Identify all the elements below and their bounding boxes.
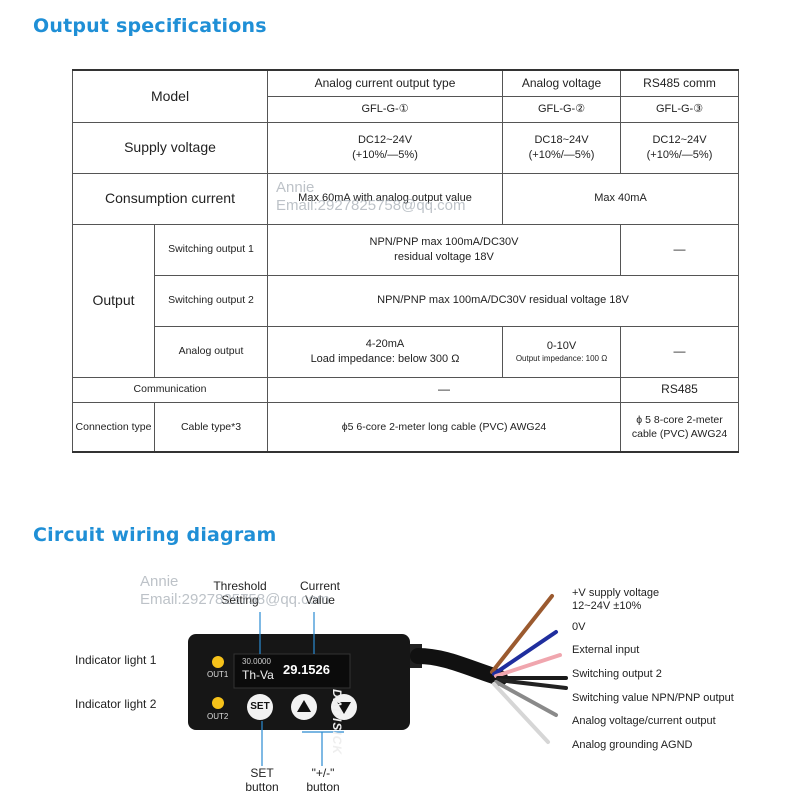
connection-type-value: ϕ5 6-core 2-meter long cable (PVC) AWG24 <box>267 401 622 453</box>
plus-minus-button-callout: "+/-" button <box>306 766 340 794</box>
wire-switching-value <box>496 678 568 690</box>
indicator-light-1-label: Indicator light 1 <box>75 653 157 667</box>
current-value-label: Current Value <box>299 579 340 607</box>
indicator-light-2 <box>212 697 224 709</box>
wire-supply <box>490 594 554 674</box>
set-button-callout: SET button <box>245 766 279 794</box>
communication-value: — <box>267 376 622 403</box>
wire-label-analog-output: Analog voltage/current output <box>572 715 716 727</box>
set-button-label: SET <box>250 701 270 712</box>
triangle-up-icon <box>297 700 311 712</box>
out1-label: OUT1 <box>207 670 229 679</box>
switching-output-1-rs485: — <box>620 223 740 276</box>
consumption-current-value-2: Max 40mA <box>502 172 740 225</box>
wire-group <box>490 594 568 744</box>
wire-label-external-input: External input <box>572 644 640 656</box>
consumption-current-value-1: Max 60mA with analog output value <box>267 172 504 225</box>
model-code-1: GFL-G-① <box>267 95 504 123</box>
connection-type-rs485: ϕ 5 8-core 2-meter cable (PVC) AWG24 <box>620 401 740 453</box>
wire-external-input <box>494 653 562 678</box>
cable-jacket <box>410 648 508 686</box>
connection-type-label: Connection type <box>72 401 155 453</box>
brand-logo: DADISICK <box>330 689 344 756</box>
communication-label: Communication <box>71 376 269 403</box>
model-header: Model <box>71 69 269 123</box>
indicator-light-1 <box>212 656 224 668</box>
model-code-2: GFL-G-② <box>502 95 622 123</box>
spec-section-title: Output specifications <box>33 15 267 37</box>
wire-label-agnd: Analog grounding AGND <box>572 739 693 751</box>
indicator-light-2-label: Indicator light 2 <box>75 697 157 711</box>
analog-output-impedance: Output impedance: 100 Ω <box>515 353 608 363</box>
cable-type-label: Cable type*3 <box>153 401 269 453</box>
triangle-down-icon <box>337 702 351 714</box>
supply-voltage-value-2: DC18~24V (+10%/—5%) <box>502 121 622 174</box>
communication-rs485: RS485 <box>620 376 740 403</box>
current-value-display: 29.1526 <box>283 662 330 677</box>
out2-label: OUT2 <box>207 712 229 721</box>
display-panel <box>233 653 351 689</box>
analog-output-voltage-value: 0-10V <box>546 339 577 352</box>
wire-0v <box>492 630 558 676</box>
set-button[interactable] <box>247 694 273 720</box>
analog-output-label: Analog output <box>153 325 269 378</box>
threshold-setting-label: Threshold Setting <box>213 579 267 607</box>
consumption-current-label: Consumption current <box>71 172 269 225</box>
spec-table: Model Analog current output type Analog … <box>71 69 740 453</box>
switching-output-2-value: NPN/PNP max 100mA/DC30V residual voltage… <box>267 274 740 327</box>
switching-output-2-label: Switching output 2 <box>153 274 269 327</box>
wire-label-supply: +V supply voltage 12~24V ±10% <box>572 587 660 613</box>
mode-label: Th-Va <box>242 668 274 682</box>
threshold-value: 30.0000 <box>242 657 271 666</box>
switching-output-1-value: NPN/PNP max 100mA/DC30V residual voltage… <box>267 223 622 276</box>
wiring-section-title: Circuit wiring diagram <box>33 524 277 546</box>
wire-label-switching-value: Switching value NPN/PNP output <box>572 692 734 704</box>
wire-analog-output <box>494 680 558 717</box>
rs485-header: RS485 comm <box>620 69 740 97</box>
supply-voltage-value-3: DC12~24V (+10%/—5%) <box>620 121 740 174</box>
analog-current-type-header: Analog current output type <box>267 69 504 97</box>
wire-agnd <box>492 682 550 744</box>
wire-label-0v: 0V <box>572 621 586 633</box>
analog-output-voltage-cell: 0-10V Output impedance: 100 Ω <box>502 325 622 378</box>
wire-label-switching-output-2: Switching output 2 <box>572 668 662 680</box>
